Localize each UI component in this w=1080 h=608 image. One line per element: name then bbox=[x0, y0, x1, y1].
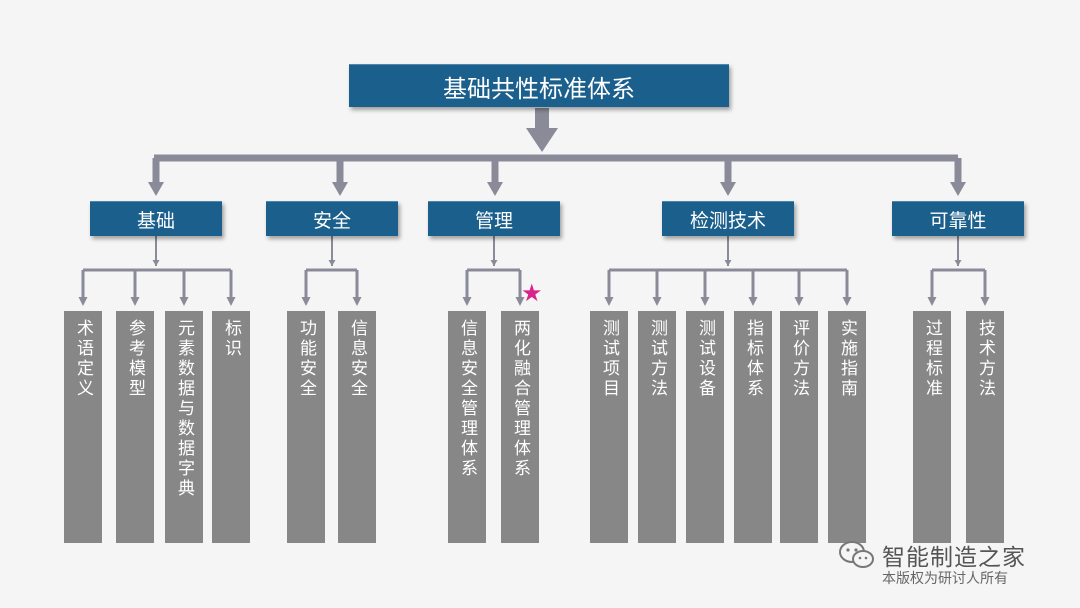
item-arrow bbox=[842, 297, 852, 306]
item-arrow bbox=[604, 297, 614, 306]
item-label: 实施指南 bbox=[837, 319, 857, 399]
category-arrow bbox=[487, 182, 503, 196]
category-management: 管理 bbox=[428, 201, 560, 236]
category-label: 检测技术 bbox=[689, 209, 766, 232]
item-evaluation-methods: 评价方法 bbox=[780, 311, 818, 543]
item-label: 测试项目 bbox=[599, 319, 619, 399]
item-label: 两化融合管理体系 bbox=[510, 319, 530, 479]
main-arrow bbox=[526, 108, 558, 152]
category-label: 可靠性 bbox=[929, 209, 987, 232]
item-arrow bbox=[515, 297, 525, 306]
item-label: 功能安全 bbox=[296, 319, 316, 399]
item-label: 参考模型 bbox=[125, 319, 145, 399]
item-test-items: 测试项目 bbox=[590, 311, 628, 543]
category-label: 基础 bbox=[136, 209, 175, 232]
item-index-system: 指标体系 bbox=[734, 311, 772, 543]
item-arrow bbox=[78, 297, 88, 306]
category-label: 管理 bbox=[474, 209, 513, 232]
item-reference-model: 参考模型 bbox=[116, 311, 154, 543]
diagram-title: 基础共性标准体系 bbox=[349, 64, 729, 107]
item-process-standards: 过程标准 bbox=[913, 311, 951, 543]
wechat-icon bbox=[839, 541, 874, 568]
group-stem-arrow bbox=[954, 260, 962, 266]
watermark-title: 智能制造之家 bbox=[882, 545, 1026, 571]
item-test-methods: 测试方法 bbox=[638, 311, 676, 543]
item-test-equipment: 测试设备 bbox=[686, 311, 724, 543]
item-label: 信息安全 bbox=[347, 319, 367, 399]
item-arrow bbox=[301, 297, 311, 306]
item-functional-safety: 功能安全 bbox=[287, 311, 325, 543]
item-label: 评价方法 bbox=[789, 319, 809, 399]
item-arrow bbox=[352, 297, 362, 306]
item-implementation-guide: 实施指南 bbox=[828, 311, 866, 543]
item-label: 技术方法 bbox=[975, 319, 995, 399]
item-technical-methods: 技术方法 bbox=[966, 311, 1004, 543]
item-arrow bbox=[700, 297, 710, 306]
category-label: 安全 bbox=[312, 209, 351, 232]
item-arrow bbox=[462, 297, 472, 306]
group-stem-arrow bbox=[152, 260, 160, 266]
category-arrow bbox=[332, 182, 348, 196]
item-label: 元素数据与数据字典 bbox=[174, 319, 194, 499]
category-reliability: 可靠性 bbox=[892, 201, 1024, 236]
group-stem-arrow bbox=[724, 260, 732, 266]
category-testing: 检测技术 bbox=[662, 201, 794, 236]
item-arrow bbox=[226, 297, 236, 306]
item-label: 术语定义 bbox=[73, 319, 93, 399]
group-stem-arrow bbox=[328, 260, 336, 266]
star-icon: ★ bbox=[521, 279, 543, 307]
item-arrow bbox=[927, 297, 937, 306]
item-label: 测试设备 bbox=[695, 319, 715, 399]
item-label: 指标体系 bbox=[743, 319, 763, 399]
item-isms: 信息安全管理体系 bbox=[448, 311, 486, 543]
watermark: 智能制造之家 本版权为研讨人所有 bbox=[838, 538, 1058, 588]
category-arrow bbox=[950, 182, 966, 196]
category-arrow bbox=[720, 182, 736, 196]
item-label: 过程标准 bbox=[922, 319, 942, 399]
item-arrow bbox=[748, 297, 758, 306]
category-basic: 基础 bbox=[90, 201, 222, 236]
item-data-dictionary: 元素数据与数据字典 bbox=[165, 311, 203, 543]
item-arrow bbox=[130, 297, 140, 306]
item-arrow bbox=[794, 297, 804, 306]
category-safety: 安全 bbox=[266, 201, 398, 236]
item-label: 标识 bbox=[221, 319, 241, 359]
item-integration-management: 两化融合管理体系 bbox=[501, 311, 539, 543]
item-identification: 标识 bbox=[212, 311, 250, 543]
item-label: 测试方法 bbox=[647, 319, 667, 399]
watermark-subtitle: 本版权为研讨人所有 bbox=[882, 571, 1008, 587]
group-stem-arrow bbox=[490, 260, 498, 266]
item-label: 信息安全管理体系 bbox=[457, 319, 477, 479]
item-information-security: 信息安全 bbox=[338, 311, 376, 543]
item-arrow bbox=[179, 297, 189, 306]
item-arrow bbox=[652, 297, 662, 306]
item-arrow bbox=[980, 297, 990, 306]
category-arrow bbox=[148, 182, 164, 196]
item-terms: 术语定义 bbox=[64, 311, 102, 543]
